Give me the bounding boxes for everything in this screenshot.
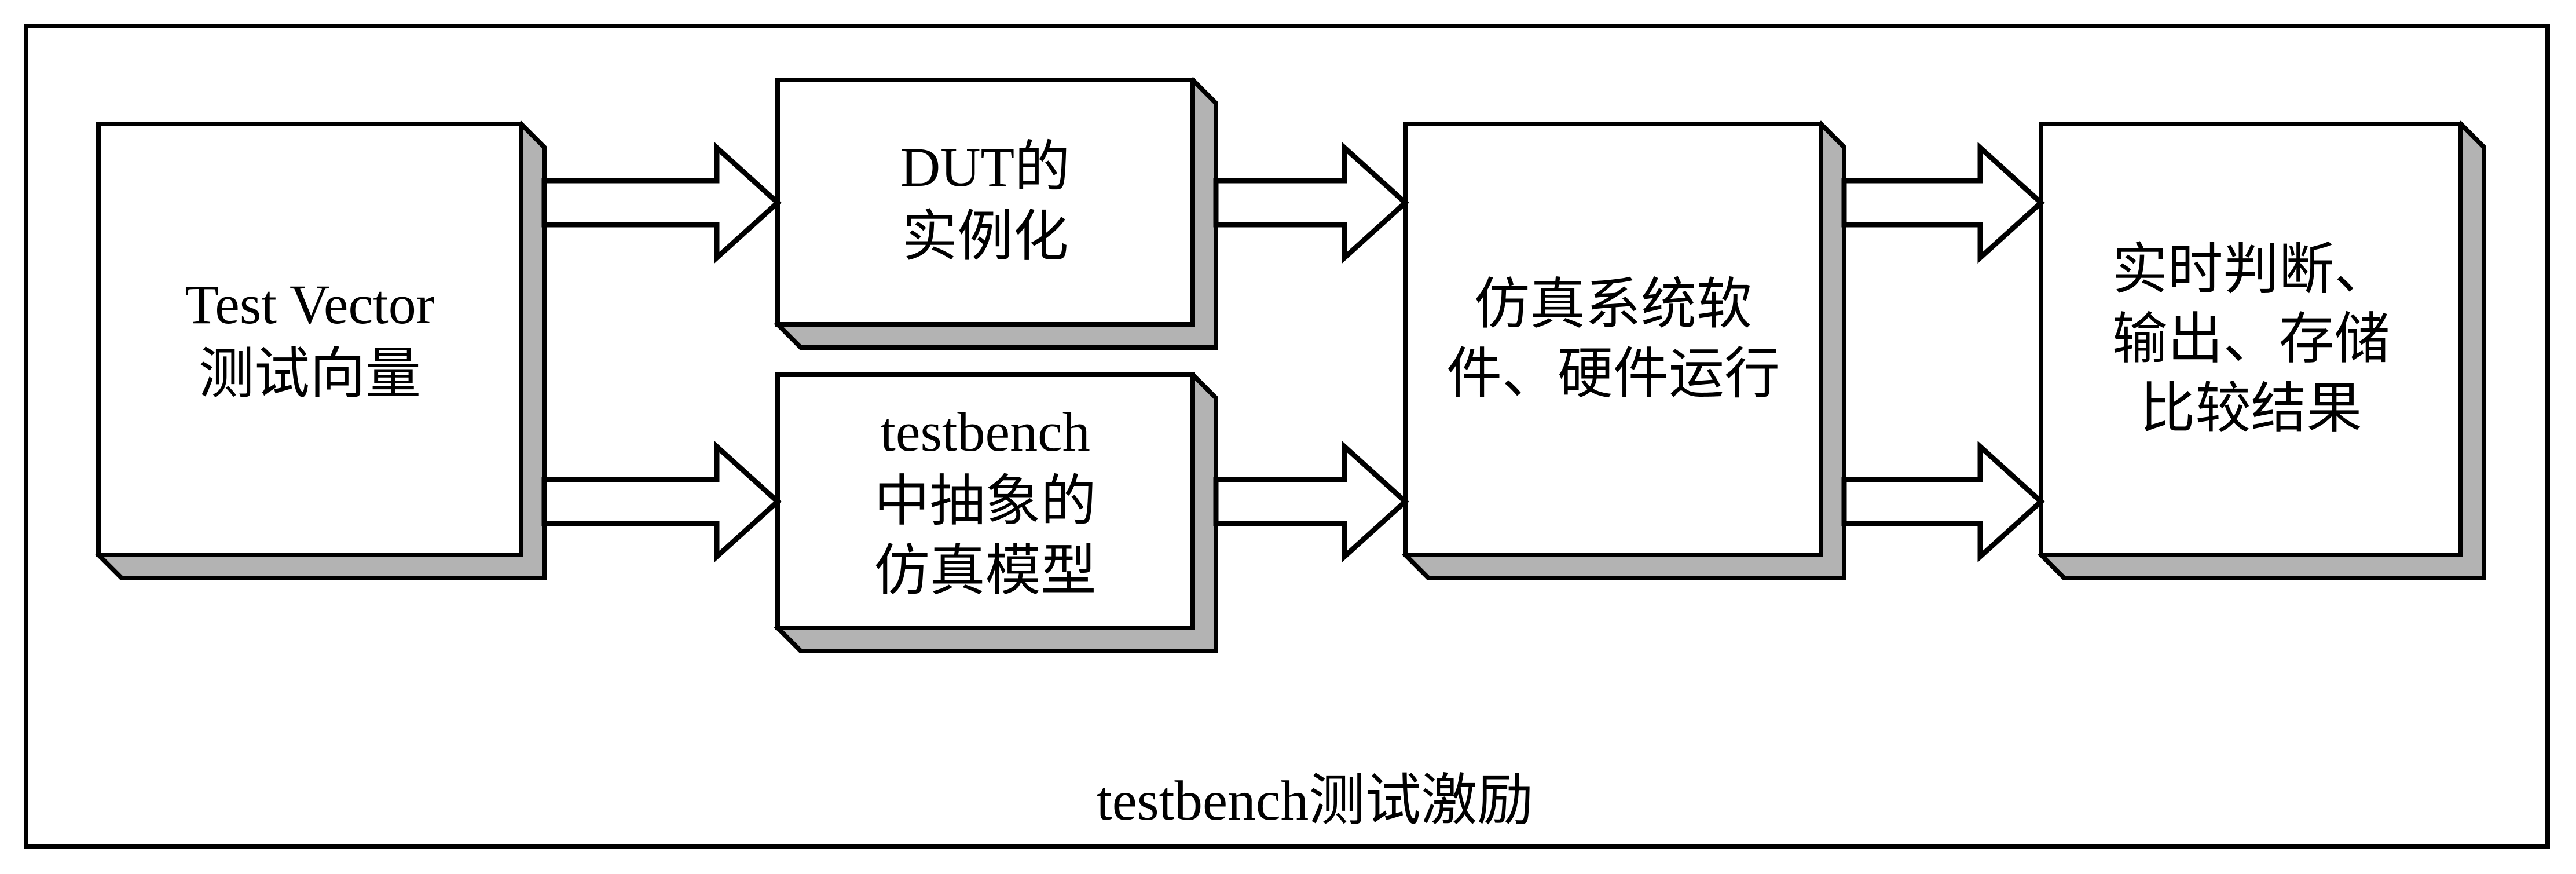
arrow-simulation-run-to-judge-bottom	[1841, 440, 2045, 563]
arrow-test-vector-to-dut	[541, 141, 782, 264]
diagram-border	[24, 24, 2550, 849]
label-line: 仿真系统软	[1474, 273, 1752, 335]
box-testbench-model-shape	[774, 371, 1218, 653]
arrow-simulation-run-to-judge-top	[1841, 141, 2045, 264]
label-line: 比较结果	[2139, 378, 2362, 440]
arrow-dut-to-simulation-run	[1213, 141, 1409, 264]
box-simulation-run-shape	[1402, 120, 1846, 580]
box-judge-output-store-shape	[2038, 120, 2486, 580]
arrow-testbench-model-to-simulation-run	[1213, 440, 1409, 563]
box-label-simulation-run: 仿真系统软 件、硬件运行	[1405, 124, 1821, 555]
label-line: DUT的	[900, 136, 1071, 198]
box-label-test-vector: Test Vector 测试向量	[98, 124, 521, 555]
box-label-testbench-model: testbench 中抽象的 仿真模型	[778, 375, 1193, 628]
box-judge-output-store-face	[2039, 122, 2463, 557]
box-test-vector-shape	[95, 120, 547, 580]
label-line: 中抽象的	[874, 470, 1097, 532]
label-line: 件、硬件运行	[1446, 343, 1780, 405]
label-line: testbench	[880, 400, 1090, 463]
box-test-vector-face	[96, 122, 523, 557]
box-label-judge-output-store: 实时判断、 输出、存储 比较结果	[2041, 124, 2461, 555]
label-line: Test Vector	[185, 273, 435, 335]
label-line: 实时判断、	[2112, 239, 2390, 301]
label-line: 实例化	[902, 206, 1069, 268]
box-label-dut-instantiation: DUT的 实例化	[778, 80, 1193, 324]
label-line: 仿真模型	[874, 539, 1097, 602]
box-dut-instantiation-shape	[774, 76, 1218, 350]
label-line: 输出、存储	[2112, 308, 2390, 370]
box-simulation-run-face	[1403, 122, 1823, 557]
diagram-caption: testbench测试激励	[1096, 769, 1534, 832]
label-line: 测试向量	[199, 343, 421, 405]
arrow-test-vector-to-testbench-model	[541, 440, 782, 563]
